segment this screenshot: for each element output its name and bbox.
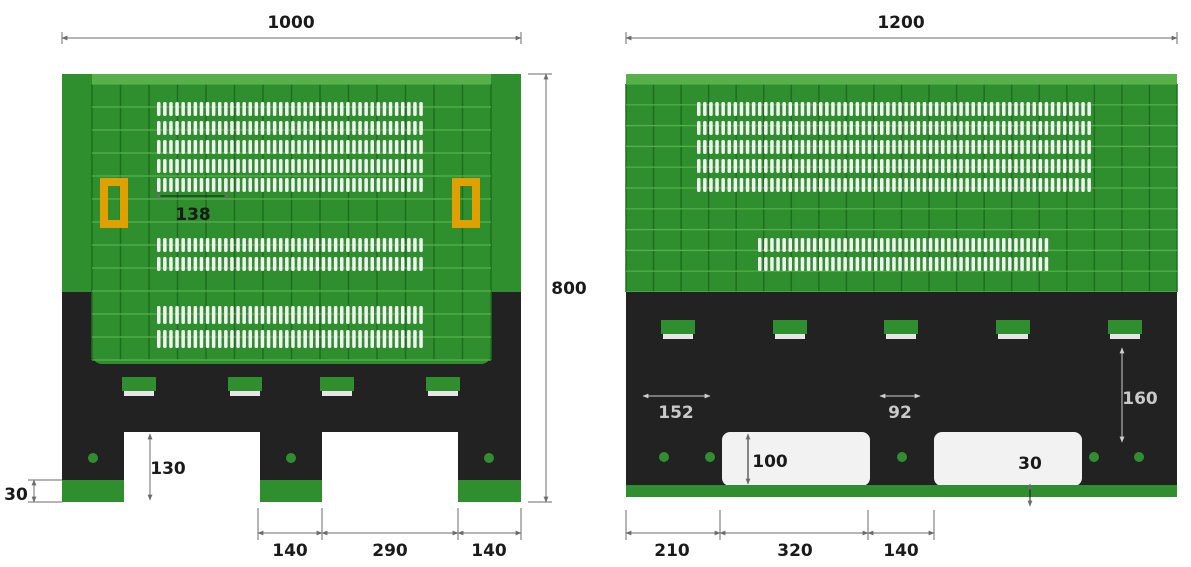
dimension-lines (28, 32, 1178, 540)
left-vent-slots (157, 102, 423, 348)
right-clips (661, 320, 1142, 339)
left-width-label: 1000 (267, 13, 314, 33)
left-opening-height-label: 130 (150, 459, 186, 479)
left-handle-right (452, 178, 480, 228)
right-bottom-label-3: 140 (883, 541, 919, 561)
left-height-label: 800 (551, 279, 587, 299)
right-view (625, 74, 1178, 497)
left-post-right (491, 74, 521, 299)
left-foot-3 (458, 480, 521, 502)
right-foot-height-label: 30 (1018, 454, 1042, 474)
right-center-label: 92 (888, 403, 912, 423)
left-post-left (62, 74, 92, 299)
left-foot-height-label: 30 (4, 485, 28, 505)
right-side-label: 152 (658, 403, 694, 423)
left-foot-2 (260, 480, 322, 502)
right-bottom-strip (626, 485, 1177, 497)
right-opening-2 (934, 432, 1082, 486)
right-vent-slots (697, 102, 1091, 271)
right-width-label: 1200 (877, 13, 924, 33)
left-foot-1 (62, 480, 124, 502)
dimension-labels: 1000 800 138 130 30 140 290 140 1200 152… (4, 13, 1158, 561)
right-bottom-label-1: 210 (654, 541, 690, 561)
right-opening-1 (722, 432, 870, 486)
right-bottom-label-2: 320 (777, 541, 813, 561)
right-opening-height-label: 100 (752, 452, 788, 472)
left-bottom-label-2: 290 (372, 541, 408, 561)
left-bottom-label-1: 140 (272, 541, 308, 561)
left-view (62, 74, 521, 502)
left-clips (122, 377, 460, 396)
left-inner-label: 138 (175, 205, 211, 225)
left-bottom-label-3: 140 (471, 541, 507, 561)
left-handle-left (100, 178, 128, 228)
right-base-height-label: 160 (1122, 389, 1158, 409)
